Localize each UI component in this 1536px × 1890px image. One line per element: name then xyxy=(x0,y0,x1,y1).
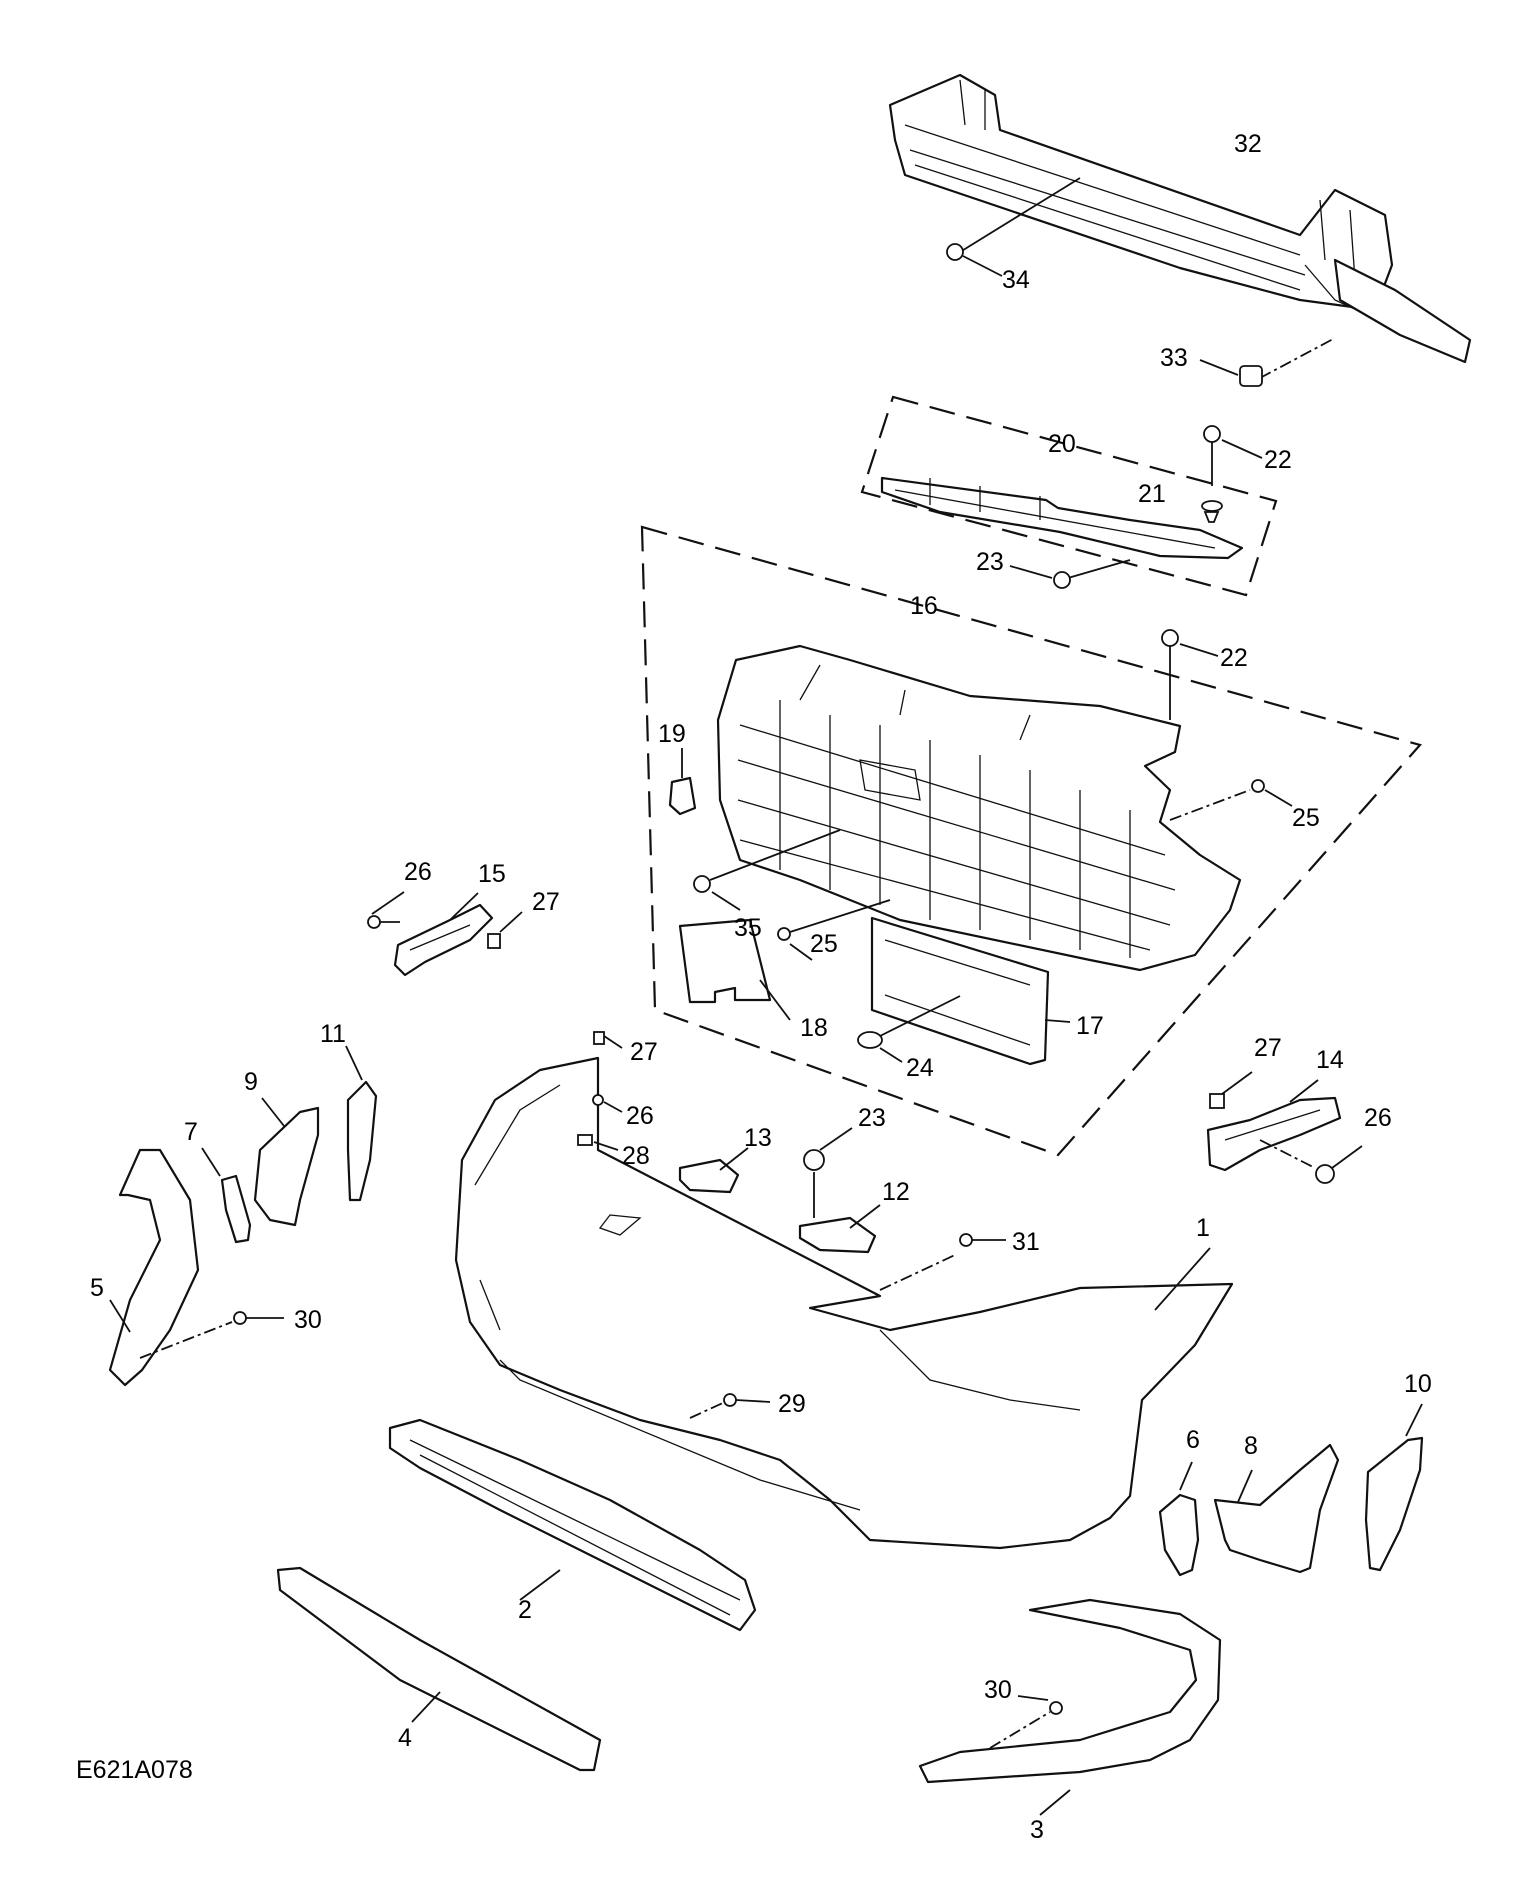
upper-grille-bracket xyxy=(880,476,1244,560)
license-plate-bracket xyxy=(870,916,1071,1066)
callout-10: 10 xyxy=(1404,1370,1432,1398)
callout-2: 2 xyxy=(518,1596,532,1624)
callout-34: 34 xyxy=(1002,266,1030,294)
clip-27-center xyxy=(593,1031,623,1049)
side-trim-left xyxy=(108,1148,200,1387)
callout-6: 6 xyxy=(1186,1426,1200,1454)
callout-labels: 1 2 3 4 5 6 7 8 9 10 11 12 13 14 15 16 1… xyxy=(90,130,1432,1844)
callout-8: 8 xyxy=(1244,1432,1258,1460)
air-duct-8 xyxy=(1213,1443,1340,1574)
callout-30-left: 30 xyxy=(294,1306,322,1334)
bumper-bracket-left xyxy=(393,892,494,977)
callout-26-right: 26 xyxy=(1364,1104,1392,1132)
screw-26-center xyxy=(592,1060,623,1113)
callout-28: 28 xyxy=(622,1142,650,1170)
callout-27-left: 27 xyxy=(532,888,560,916)
trim-piece-7 xyxy=(201,1147,252,1244)
callout-14: 14 xyxy=(1316,1046,1344,1074)
lower-grille xyxy=(388,1418,757,1632)
group-boundary-20 xyxy=(860,395,1278,597)
bolt-33 xyxy=(1199,337,1336,387)
callout-23-lower: 23 xyxy=(858,1104,886,1132)
lower-trim-strip xyxy=(276,1566,602,1772)
bumper-bracket-right xyxy=(1206,1079,1342,1172)
callout-11: 11 xyxy=(320,1020,346,1048)
callout-26-left: 26 xyxy=(404,858,432,886)
callout-7: 7 xyxy=(184,1118,198,1146)
clip-35 xyxy=(693,829,841,911)
callout-3: 3 xyxy=(1030,1816,1044,1844)
callout-17: 17 xyxy=(1076,1012,1104,1040)
callout-27-center: 27 xyxy=(630,1038,658,1066)
trim-piece-10 xyxy=(1364,1403,1424,1572)
sensor-cover-18 xyxy=(678,918,791,1021)
callout-5: 5 xyxy=(90,1274,104,1302)
callout-22-upper: 22 xyxy=(1264,446,1292,474)
sensor-bracket-19 xyxy=(668,748,697,816)
callout-29: 29 xyxy=(778,1390,806,1418)
callout-4: 4 xyxy=(398,1724,412,1752)
callout-22-lower: 22 xyxy=(1220,644,1248,672)
bracket-13 xyxy=(678,1147,749,1194)
callout-27-right: 27 xyxy=(1254,1034,1282,1062)
clip-23-lower xyxy=(803,1127,853,1218)
clip-27-right xyxy=(1209,1071,1253,1109)
callout-26-center: 26 xyxy=(626,1102,654,1130)
callout-24: 24 xyxy=(906,1054,934,1082)
callout-21: 21 xyxy=(1138,480,1166,508)
nut-26-right xyxy=(1259,1139,1363,1184)
air-duct-9 xyxy=(253,1097,320,1227)
callout-19: 19 xyxy=(658,720,686,748)
screw-30-right xyxy=(989,1695,1063,1749)
callout-20: 20 xyxy=(1048,430,1076,458)
nut-21 xyxy=(1201,500,1223,523)
screw-29 xyxy=(689,1393,771,1419)
callout-13: 13 xyxy=(744,1124,772,1152)
clip-27-left xyxy=(487,911,523,949)
clip-23-upper xyxy=(1009,559,1131,589)
group-boundary-16 xyxy=(640,525,1422,1157)
lower-trim-bezel-right xyxy=(918,1598,1222,1816)
bolt-22-upper xyxy=(1203,425,1263,486)
trim-piece-6 xyxy=(1158,1461,1200,1577)
clip-28 xyxy=(577,1134,619,1151)
callout-16: 16 xyxy=(910,592,938,620)
callout-35: 35 xyxy=(734,914,762,942)
callout-15: 15 xyxy=(478,860,506,888)
callout-1: 1 xyxy=(1196,1214,1210,1242)
callout-32: 32 xyxy=(1234,130,1262,158)
diagram-reference-code: E621A078 xyxy=(76,1756,193,1784)
screw-24 xyxy=(857,995,961,1063)
screw-31 xyxy=(959,1233,1006,1247)
bumper-reinforcement-beam xyxy=(888,73,1472,364)
trim-piece-11 xyxy=(345,1045,378,1202)
bolt-22-lower xyxy=(1161,629,1219,720)
bracket-12 xyxy=(798,1204,881,1254)
bolt-26-left xyxy=(367,891,405,929)
screw-25-right xyxy=(1169,779,1293,821)
callout-31: 31 xyxy=(1012,1228,1040,1256)
callout-30-right: 30 xyxy=(984,1676,1012,1704)
callout-23-upper: 23 xyxy=(976,548,1004,576)
radiator-grille xyxy=(716,644,1242,972)
bolt-34 xyxy=(946,177,1081,277)
callout-18: 18 xyxy=(800,1014,828,1042)
callout-25-right: 25 xyxy=(1292,804,1320,832)
bumper-cover xyxy=(454,1056,1234,1550)
callout-33: 33 xyxy=(1160,344,1188,372)
screw-25-center xyxy=(777,899,891,961)
callout-12: 12 xyxy=(882,1178,910,1206)
callout-25-center: 25 xyxy=(810,930,838,958)
screw-30-left xyxy=(139,1311,284,1359)
callout-9: 9 xyxy=(244,1068,258,1096)
